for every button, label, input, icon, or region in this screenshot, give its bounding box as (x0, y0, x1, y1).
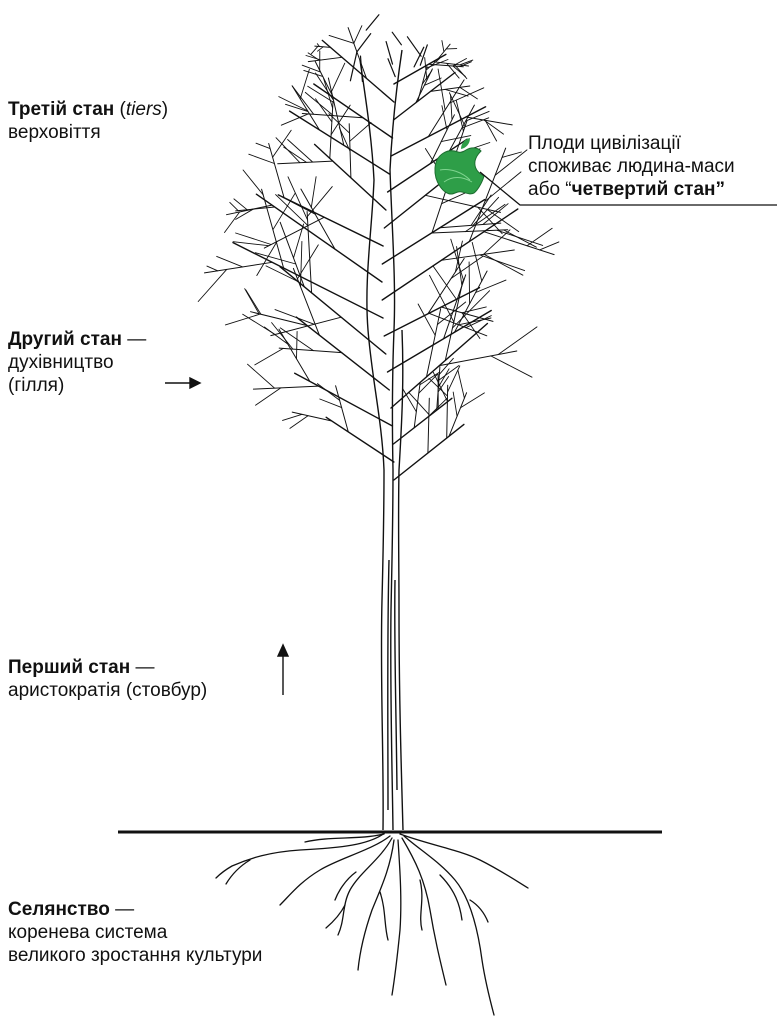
branch-arrow-icon (165, 378, 200, 388)
fourth-estate-term: четвертий стан” (572, 179, 725, 200)
tiers-term: tiers (126, 99, 162, 120)
third-paren-close: ) (162, 99, 168, 120)
third-estate-desc: верховіття (8, 122, 101, 143)
first-estate-label: Перший стан — аристократія (стовбур) (8, 656, 207, 702)
peasants-title: Селянство (8, 899, 110, 920)
peasants-desc2: великого зростання культури (8, 945, 262, 966)
fruit-line2: споживає людина-маси (528, 156, 735, 177)
second-dash: — (122, 329, 146, 350)
first-estate-desc: аристократія (стовбур) (8, 680, 207, 701)
tree-trunk (360, 50, 403, 830)
second-estate-title: Другий стан (8, 329, 122, 350)
third-estate-label: Третій стан (tiers) верховіття (8, 98, 168, 144)
peasants-dash: — (110, 899, 134, 920)
first-dash: — (130, 657, 154, 678)
peasants-label: Селянство — коренева система великого зр… (8, 898, 262, 967)
third-paren-open: ( (114, 99, 126, 120)
fruit-line1: Плоди цивілізації (528, 133, 681, 154)
fruit-line3-prefix: або “ (528, 179, 572, 200)
peasants-desc1: коренева система (8, 922, 167, 943)
first-estate-title: Перший стан (8, 657, 130, 678)
fruit-label: Плоди цивілізації споживає людина-маси а… (528, 132, 735, 201)
tree-roots (216, 832, 528, 1015)
trunk-arrow-icon (278, 645, 288, 695)
apple-logo-icon (435, 138, 484, 194)
second-estate-paren: (гілля) (8, 375, 64, 396)
second-estate-label: Другий стан — духівництво (гілля) (8, 328, 146, 397)
third-estate-title: Третій стан (8, 99, 114, 120)
second-estate-desc: духівництво (8, 352, 114, 373)
